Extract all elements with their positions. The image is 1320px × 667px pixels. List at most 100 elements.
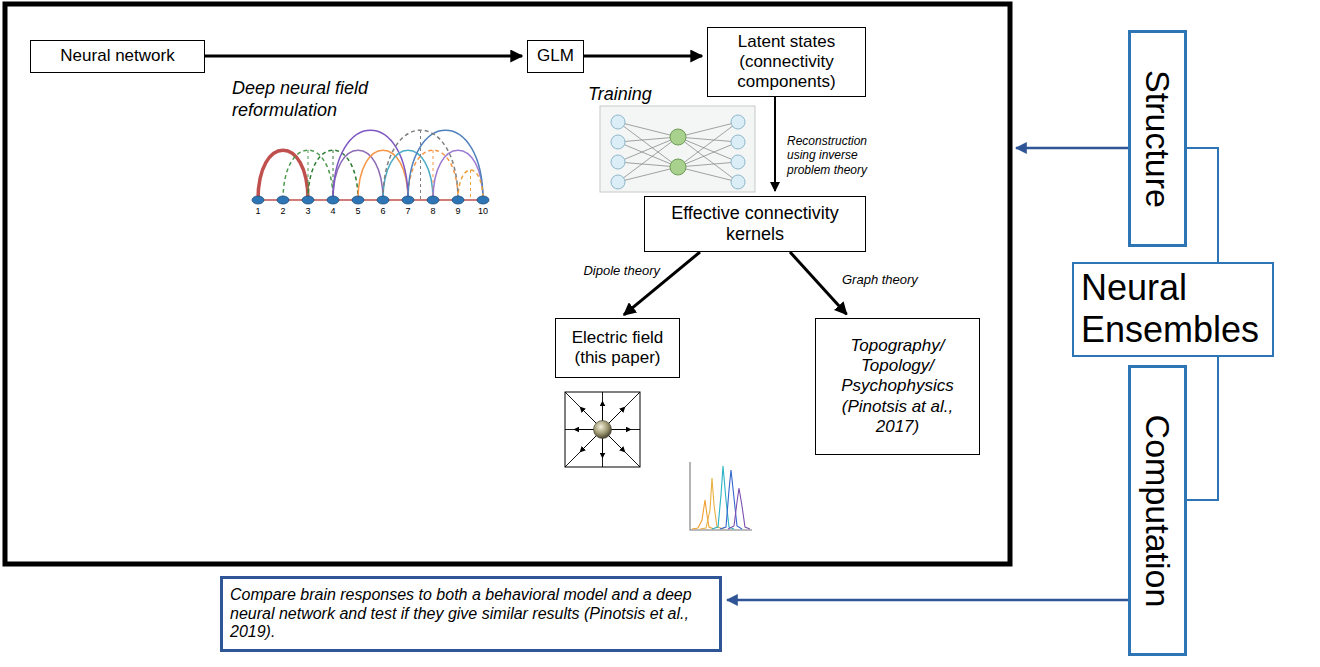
drawing-part xyxy=(678,167,738,182)
edge-label: Graph theory xyxy=(842,272,942,288)
process-box: Neural network xyxy=(30,40,205,73)
node-text: Topography/ Topology/ Psychophysics (Pin… xyxy=(823,336,972,436)
callout-number: 7 xyxy=(399,206,417,217)
drawing-part xyxy=(618,122,678,167)
drawing-part xyxy=(731,175,745,189)
drawing-part xyxy=(383,130,458,200)
drawing-part xyxy=(477,196,489,204)
node-text: Neural Ensembles xyxy=(1081,267,1265,352)
result-box: Electric field (this paper) xyxy=(555,318,680,378)
electric-field-symbol xyxy=(565,392,640,467)
drawing-part xyxy=(277,196,289,204)
neural-field-dots xyxy=(252,196,489,204)
edge-label: Training xyxy=(588,84,668,106)
callout-number: 5 xyxy=(349,206,367,217)
drawing-part xyxy=(678,122,738,137)
connector xyxy=(790,252,847,314)
drawing-part xyxy=(452,196,464,204)
drawing-part xyxy=(731,115,745,129)
node-text: Electric field (this paper) xyxy=(563,328,672,368)
drawing-part xyxy=(594,421,612,439)
drawing-part xyxy=(678,142,738,167)
drawing-part xyxy=(728,488,750,529)
drawing-part xyxy=(565,392,640,467)
drawing-part xyxy=(678,137,738,162)
drawing-part xyxy=(611,155,625,169)
callout-number: 10 xyxy=(474,206,492,217)
callout-number: 9 xyxy=(449,206,467,217)
drawing-part xyxy=(618,162,678,167)
drawing-part xyxy=(352,196,364,204)
drawing-part xyxy=(611,115,745,189)
drawing-part xyxy=(618,137,678,162)
drawing-part xyxy=(731,155,745,169)
drawing-part xyxy=(252,196,264,204)
node-text: GLM xyxy=(535,46,576,66)
network-picture xyxy=(600,106,755,192)
drawing-part xyxy=(611,135,625,149)
callout-number: 2 xyxy=(274,206,292,217)
connector xyxy=(205,55,522,58)
callout-number: 3 xyxy=(299,206,317,217)
drawing-part xyxy=(618,122,678,137)
process-box: GLM xyxy=(527,40,584,73)
drawing-part xyxy=(618,142,678,167)
connector xyxy=(584,55,702,58)
connector xyxy=(727,599,1128,602)
drawing-part xyxy=(720,470,742,529)
vertical-label: Computation xyxy=(1141,414,1175,607)
node-text: Effective connectivity kernels xyxy=(652,203,858,245)
connector xyxy=(624,252,700,315)
connector xyxy=(1187,357,1218,500)
drawing-part xyxy=(258,199,483,201)
drawing-part xyxy=(427,196,439,204)
drawing-part xyxy=(5,4,1010,564)
drawing-part xyxy=(731,135,745,149)
drawing-part xyxy=(678,162,738,167)
process-box: Latent states (connectivity components) xyxy=(707,27,866,97)
drawing-part xyxy=(618,122,738,182)
drawing-part xyxy=(377,196,389,204)
drawing-part xyxy=(670,129,686,145)
drawing-part xyxy=(690,462,752,530)
edge-label: Dipole theory xyxy=(560,263,660,279)
node-text: Compare brain responses to both a behavi… xyxy=(230,586,712,643)
drawing-part xyxy=(670,159,686,175)
drawing-part xyxy=(402,196,414,204)
drawing-part xyxy=(302,196,314,204)
drawing-part xyxy=(618,137,678,142)
drawing-part xyxy=(618,167,678,182)
vertical-label: Structure xyxy=(1141,70,1175,208)
drawing-part xyxy=(420,130,421,200)
process-box: Effective connectivity kernels xyxy=(644,196,866,252)
neural-field-arcs xyxy=(258,130,483,200)
aspect-box: Structure xyxy=(1128,30,1187,247)
drawing-part xyxy=(408,130,483,200)
drawing-part xyxy=(618,137,678,182)
drawing-part xyxy=(611,115,625,129)
callout-number: 8 xyxy=(424,206,442,217)
connector xyxy=(1187,148,1218,262)
node-text: Neural network xyxy=(38,46,197,66)
drawing-part xyxy=(678,137,738,142)
edge-label: Reconstruction using inverse problem the… xyxy=(787,134,887,177)
drawing-part xyxy=(333,130,408,200)
edge-label: Deep neural field reformulation xyxy=(232,78,402,121)
drawing-part xyxy=(1016,147,1128,150)
drawing-part xyxy=(565,392,640,467)
note-box: Compare brain responses to both a behavi… xyxy=(220,576,722,652)
connector xyxy=(774,97,776,191)
aspect-box: Computation xyxy=(1128,365,1187,656)
node-text: Latent states (connectivity components) xyxy=(715,32,858,92)
drawing-part xyxy=(678,122,738,167)
topic-box: Neural Ensembles xyxy=(1072,262,1274,357)
spectrum-plot xyxy=(690,462,752,530)
result-box: Topography/ Topology/ Psychophysics (Pin… xyxy=(815,318,980,455)
drawing-part xyxy=(678,137,738,182)
callout-number: 6 xyxy=(374,206,392,217)
drawing-part xyxy=(458,170,483,200)
callout-number: 4 xyxy=(324,206,342,217)
drawing-part xyxy=(327,196,339,204)
